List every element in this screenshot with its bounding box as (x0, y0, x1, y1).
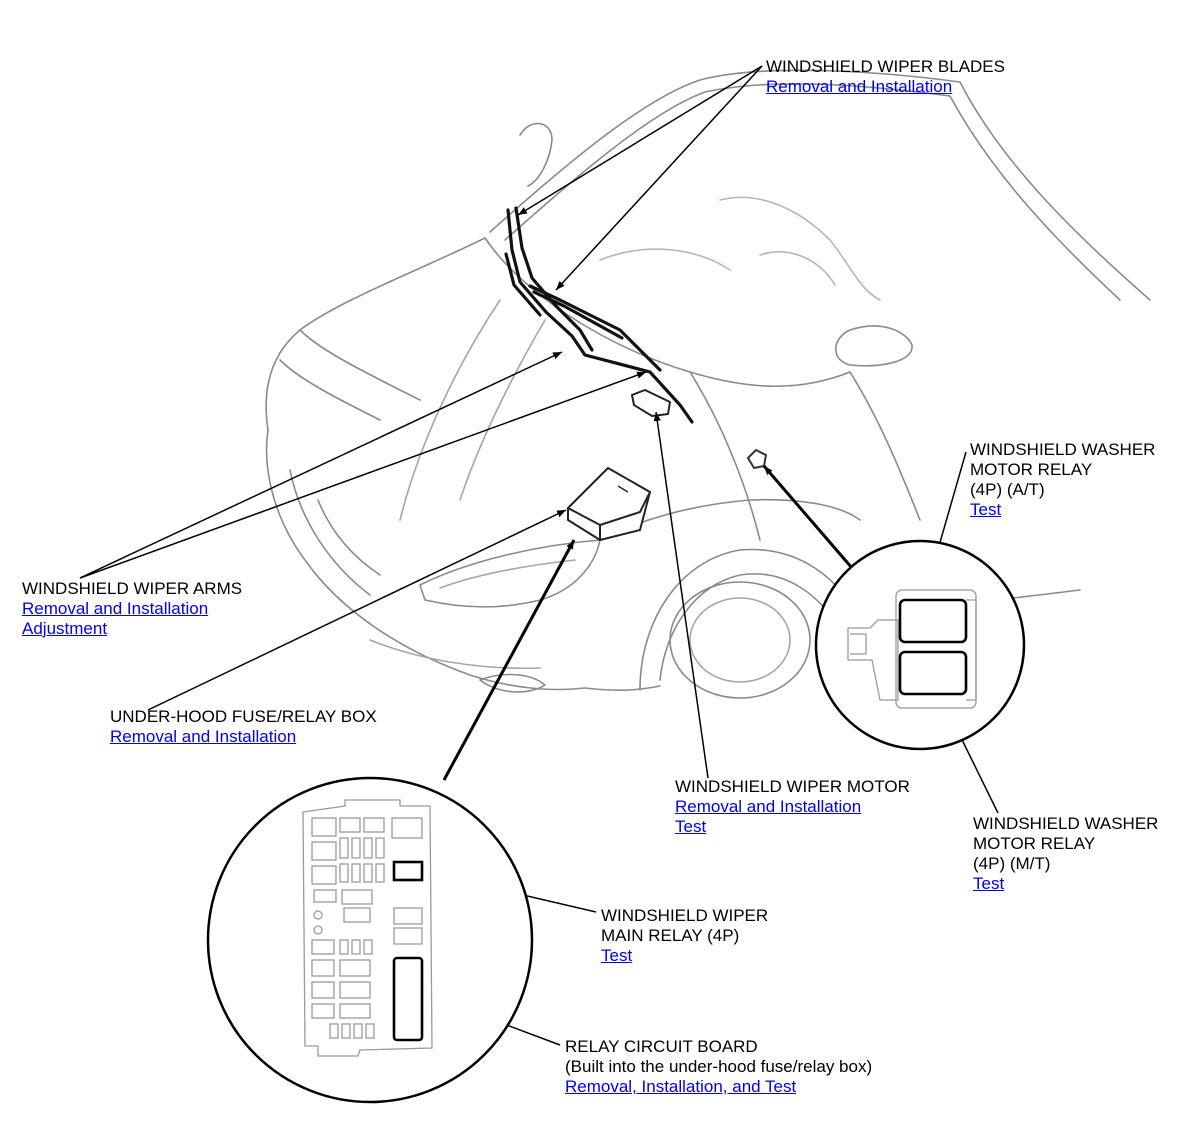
label-fuse-box: UNDER-HOOD FUSE/RELAY BOX (110, 707, 377, 726)
label-washer-relay-mt-2: MOTOR RELAY (973, 834, 1096, 853)
label-wiper-main-relay-2: MAIN RELAY (4P) (601, 926, 740, 945)
label-washer-relay-at-3: (4P) (A/T) (970, 480, 1045, 499)
washer-relay-detail-circle (814, 539, 1026, 751)
detail-pointers (442, 465, 854, 781)
relay-circuit-board-mark (392, 956, 424, 1042)
callout-wiper-motor: WINDSHIELD WIPER MOTOR Removal and Insta… (675, 777, 910, 837)
link-wiper-main-relay-test[interactable]: Test (601, 946, 633, 965)
wiper-motor-illustration (631, 389, 671, 417)
label-washer-relay-mt-3: (4P) (M/T) (973, 854, 1051, 873)
link-wiper-arms-removal[interactable]: Removal and Installation (22, 599, 209, 618)
link-fuse-box-removal[interactable]: Removal and Installation (110, 727, 297, 746)
link-relay-circuit-board-test[interactable]: Removal, Installation, and Test (565, 1077, 797, 1096)
label-wiper-motor: WINDSHIELD WIPER MOTOR (675, 777, 910, 796)
label-relay-circuit-board-1: RELAY CIRCUIT BOARD (565, 1037, 758, 1056)
washer-relay-at-mark (898, 598, 968, 644)
car-illustration (265, 69, 1151, 699)
callout-wiper-arms: WINDSHIELD WIPER ARMS Removal and Instal… (22, 579, 242, 639)
label-washer-relay-at-1: WINDSHIELD WASHER (970, 440, 1156, 459)
label-washer-relay-mt-1: WINDSHIELD WASHER (973, 814, 1159, 833)
link-wiper-motor-test[interactable]: Test (675, 817, 707, 836)
link-wiper-motor-removal[interactable]: Removal and Installation (675, 797, 862, 816)
link-washer-relay-mt-test[interactable]: Test (973, 874, 1005, 893)
callout-wiper-blades: WINDSHIELD WIPER BLADES Removal and Inst… (766, 57, 1005, 97)
callout-relay-circuit-board: RELAY CIRCUIT BOARD (Built into the unde… (565, 1037, 872, 1097)
link-wiper-blades-removal[interactable]: Removal and Installation (766, 77, 953, 96)
wiper-arms-illustration (504, 206, 694, 424)
callout-fuse-box: UNDER-HOOD FUSE/RELAY BOX Removal and In… (110, 707, 377, 747)
callout-wiper-main-relay: WINDSHIELD WIPER MAIN RELAY (4P) Test (601, 906, 768, 966)
label-relay-circuit-board-2: (Built into the under-hood fuse/relay bo… (565, 1057, 873, 1076)
label-wiper-main-relay-1: WINDSHIELD WIPER (601, 906, 769, 925)
label-wiper-arms: WINDSHIELD WIPER ARMS (22, 579, 243, 598)
wiper-main-relay-mark (392, 860, 424, 882)
label-washer-relay-at-2: MOTOR RELAY (970, 460, 1093, 479)
callout-washer-relay-mt: WINDSHIELD WASHER MOTOR RELAY (4P) (M/T)… (973, 814, 1158, 894)
label-wiper-blades: WINDSHIELD WIPER BLADES (766, 57, 1005, 76)
callout-washer-relay-at: WINDSHIELD WASHER MOTOR RELAY (4P) (A/T)… (970, 440, 1155, 520)
fuse-relay-box-illustration (567, 467, 651, 541)
link-washer-relay-at-test[interactable]: Test (970, 500, 1002, 519)
link-wiper-arms-adjustment[interactable]: Adjustment (22, 619, 108, 638)
washer-relay-mt-mark (898, 650, 968, 696)
fuse-box-detail-circle (206, 776, 534, 1104)
